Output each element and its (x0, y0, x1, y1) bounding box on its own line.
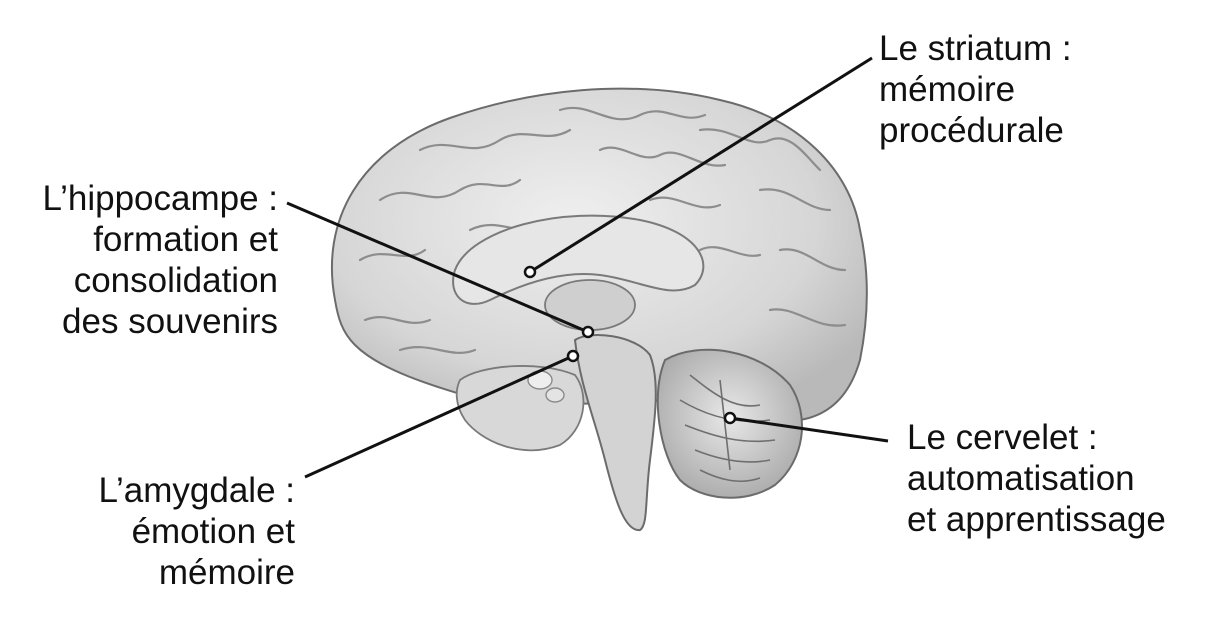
leader-line-striatum (529, 56, 873, 274)
label-cervelet-line-1: Le cervelet : (907, 418, 1098, 457)
marker-dots (523, 265, 737, 425)
label-hippocampe-line-2: formation et (93, 220, 278, 259)
hippocampus-region (545, 387, 565, 403)
label-cervelet: Le cervelet : automatisation et apprenti… (907, 417, 1166, 540)
label-striatum-line-2: mémoire (879, 70, 1016, 109)
label-amygdale-line-3: mémoire (158, 553, 295, 592)
marker-striatum (523, 265, 537, 279)
label-hippocampe-line-3: consolidation (73, 261, 278, 300)
label-amygdale-line-2: émotion et (131, 512, 295, 551)
brainstem (573, 334, 657, 532)
label-hippocampe-line-1: L’hippocampe : (42, 179, 278, 218)
label-amygdale-line-1: L’amygdale : (98, 471, 295, 510)
label-hippocampe-line-4: des souvenirs (62, 302, 278, 341)
thalamus-region (544, 279, 636, 331)
label-hippocampe: L’hippocampe : formation et consolidatio… (43, 178, 278, 342)
marker-amygdale (566, 349, 580, 363)
temporal-lobe (455, 365, 585, 452)
marker-cervelet (723, 411, 737, 425)
marker-hippocampe (581, 325, 595, 339)
leader-line-hippocampe (286, 201, 589, 334)
cerebellum-folia (679, 374, 776, 483)
corpus-callosum (452, 214, 705, 305)
leader-lines (286, 56, 889, 479)
leader-line-amygdale (304, 354, 574, 479)
label-striatum: Le striatum : mémoire procédurale (879, 28, 1072, 151)
label-cervelet-line-3: et apprentissage (907, 500, 1166, 539)
leader-line-cervelet (729, 416, 889, 443)
label-amygdale: L’amygdale : émotion et mémoire (98, 470, 295, 593)
label-cervelet-line-2: automatisation (907, 459, 1135, 498)
label-striatum-line-3: procédurale (879, 111, 1064, 150)
label-striatum-line-1: Le striatum : (879, 29, 1072, 68)
